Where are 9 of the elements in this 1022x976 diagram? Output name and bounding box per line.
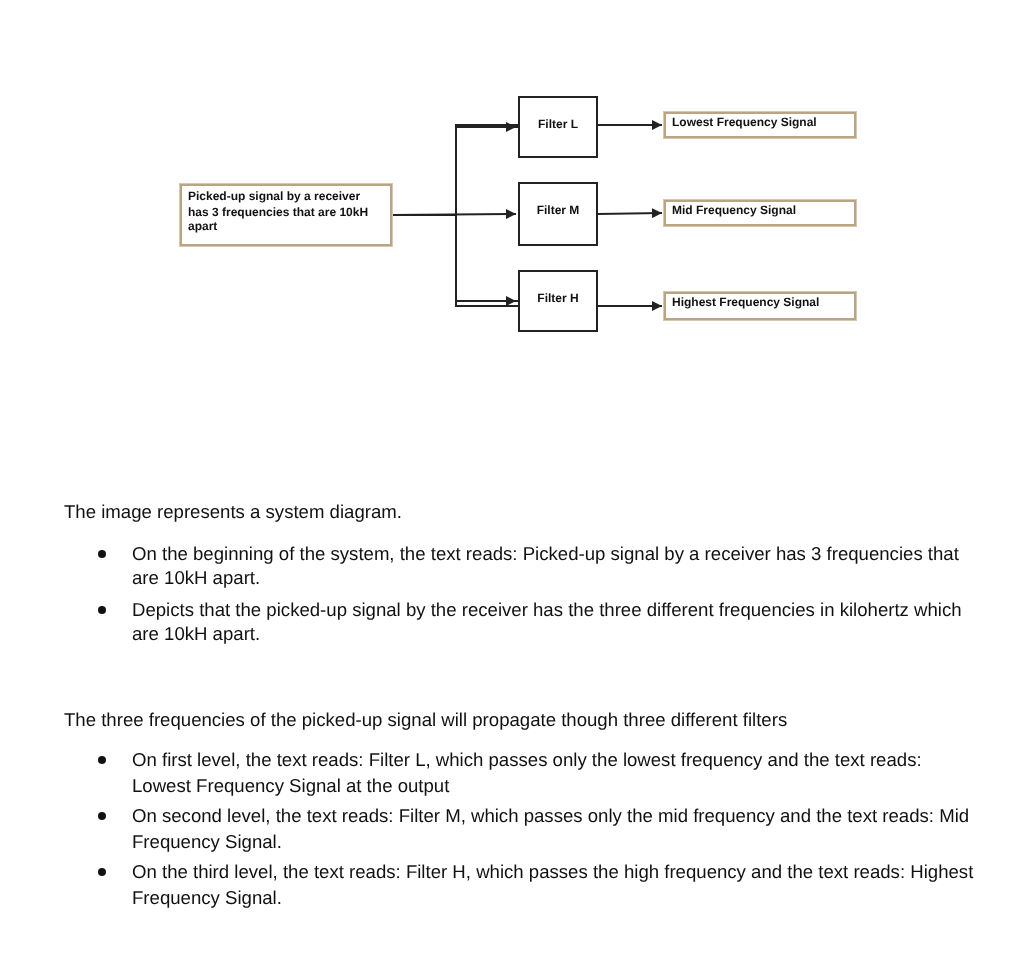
- bullet-text: On the third level, the text reads: Filter H, which passes the high frequency and the text reads: Highest Frequency Signal.: [132, 862, 974, 909]
- arrow: [391, 214, 517, 306]
- paragraph: The image represents a system diagram.: [64, 500, 404, 526]
- bullet-text: On first level, the text reads: Filter L, which passes only the lowest frequency and the text reads: Lowest Frequency Signal at the output: [132, 750, 922, 796]
- bullet-text: On the beginning of the system, the text reads: Picked-up signal by a receiver has 3 frequencies that are 10kH apart.: [132, 543, 959, 589]
- arrow: [597, 208, 663, 219]
- bullet-text: Depicts that the picked-up signal by the receiver has the three different frequencies in kilohertz which are 10kH apart.: [132, 599, 962, 645]
- paragraph: The three frequencies of the picked-up signal will propagate though three different filters: [64, 707, 790, 733]
- bullet-text: On second level, the text reads: Filter M, which passes only the mid frequency and the text reads: Mid Frequency Signal.: [132, 806, 970, 852]
